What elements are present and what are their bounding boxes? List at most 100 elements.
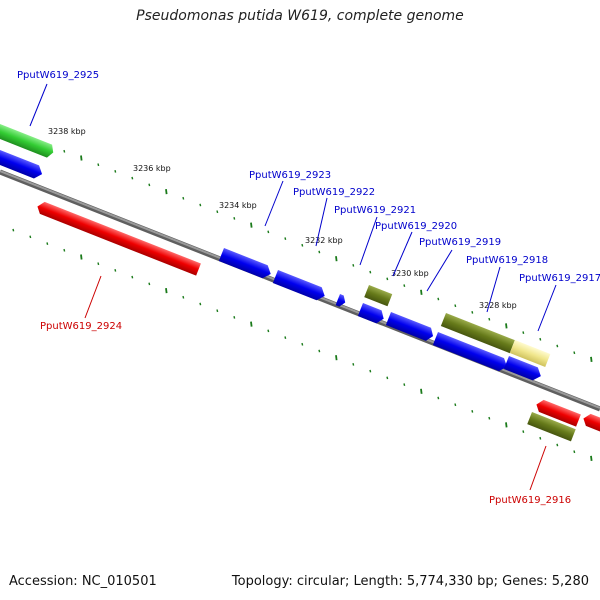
scale-tick [267,329,270,333]
scale-tick [301,342,304,346]
gene-features [0,116,600,442]
label-2918: PputW619_2918 [466,255,548,266]
scale-tick [114,170,117,173]
scale-tick [148,183,151,187]
scale-tick [556,443,559,447]
scale-tick [97,163,100,167]
scale-tick [403,284,406,287]
scale-tick [182,196,185,200]
scale-tick [216,309,219,313]
gene-feature-left-edge[interactable] [0,142,45,181]
label-2921: PputW619_2921 [334,205,416,216]
scale-tick [590,356,593,363]
scale-tick [131,275,134,279]
label-2917: PputW619_2917 [519,273,600,284]
scale-tick [437,297,440,301]
scale-tick [369,270,372,274]
scale-tick [420,289,423,295]
scale-tick [471,410,474,413]
scale-tick [63,248,66,252]
scale-tick [233,316,236,319]
scale-tick [80,254,83,260]
scale-tick [420,388,423,394]
scale-tick [454,403,457,407]
scale-tick [369,369,372,373]
gene-feature-red-edge[interactable] [581,412,600,436]
scale-tick [522,430,525,433]
scale-label-3230: 3230 kbp [391,269,429,278]
gene-feature-2917b[interactable] [503,356,544,383]
gene-feature-2916[interactable] [527,412,576,442]
scale-tick [573,450,576,454]
accession-text: Accession: NC_010501 [9,574,157,589]
label-2916: PputW619_2916 [489,495,571,506]
scale-tick [182,295,185,299]
gene-feature-2922[interactable] [272,270,327,302]
scale-tick [522,331,525,334]
scale-tick [131,176,134,180]
gene-feature-2923[interactable] [218,248,273,280]
gene-feature-2920[interactable] [385,312,436,343]
scale-tick [250,222,253,228]
scale-label-3238: 3238 kbp [48,127,86,136]
gene-feature-red-right[interactable] [534,398,581,427]
scale-tick [403,383,406,386]
scale-tick [284,237,287,240]
scale-tick [199,302,202,306]
gene-feature-2924[interactable] [35,200,201,276]
scale-tick [199,203,202,207]
scale-ticks-lower [12,228,593,462]
scale-tick [539,436,542,440]
gene-feature-2921b[interactable] [357,303,386,325]
scale-tick [216,210,219,214]
scale-tick [505,323,508,329]
gene-labels: PputW619_2925 PputW619_2923 PputW619_292… [17,70,600,506]
scale-tick [590,455,593,462]
callout-lines [29,83,557,491]
label-2924: PputW619_2924 [40,321,122,332]
scale-tick [250,321,253,327]
gene-feature-2919[interactable] [432,332,510,373]
scale-tick [573,351,576,355]
label-2923: PputW619_2923 [249,170,331,181]
scale-tick [352,264,355,267]
scale-tick [318,250,321,254]
scale-tick [352,363,355,366]
scale-label-3234: 3234 kbp [219,201,257,210]
gene-feature-2921[interactable] [364,285,393,307]
genome-summary-text: Topology: circular; Length: 5,774,330 bp… [231,574,589,589]
label-2919: PputW619_2919 [419,237,501,248]
scale-tick [233,217,236,220]
label-2920: PputW619_2920 [375,221,457,232]
label-2925: PputW619_2925 [17,70,99,81]
scale-tick [471,311,474,314]
scale-tick [488,416,491,420]
scale-tick [454,304,457,308]
scale-tick [505,422,508,428]
gene-feature-2917[interactable] [509,340,551,367]
scale-tick [335,256,338,262]
scale-tick [488,317,491,321]
gene-feature-small[interactable] [335,294,348,308]
label-2922: PputW619_2922 [293,187,375,198]
scale-labels: 3238 kbp 3236 kbp 3234 kbp 3232 kbp 3230… [48,127,517,310]
scale-label-3236: 3236 kbp [133,164,171,173]
gene-feature-2925[interactable] [0,116,56,159]
scale-tick [318,349,321,353]
scale-tick [386,376,389,380]
gene-feature-2918[interactable] [440,313,515,354]
scale-label-3232: 3232 kbp [305,236,343,245]
scale-tick [301,243,304,247]
scale-tick [556,344,559,348]
scale-tick [148,282,151,286]
scale-tick [46,242,49,245]
scale-tick [29,235,32,239]
scale-tick [267,230,270,234]
scale-tick [63,149,66,153]
scale-tick [80,155,83,161]
scale-tick [165,287,168,294]
scale-tick [97,262,100,266]
scale-tick [12,228,15,232]
